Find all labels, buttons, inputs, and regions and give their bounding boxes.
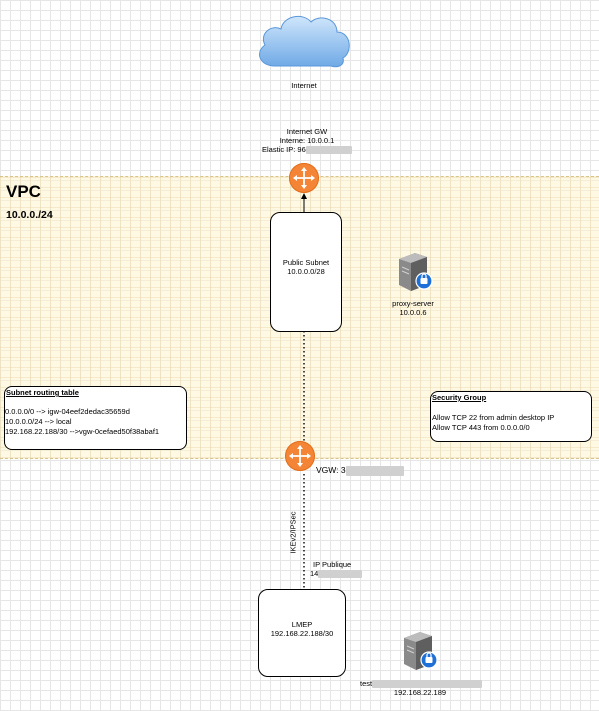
routing-table-row: 0.0.0.0/0 --> igw-04eef2dedac35659d xyxy=(5,407,130,416)
internet-gateway-router-icon[interactable] xyxy=(289,163,319,193)
redacted-block xyxy=(345,465,404,476)
routing-table-title: Subnet routing table xyxy=(6,388,79,397)
lmep-cidr: 192.168.22.188/30 xyxy=(270,629,334,638)
redacted-block xyxy=(318,570,363,579)
redacted-block xyxy=(305,146,352,155)
security-group-rule: Allow TCP 443 from 0.0.0.0/0 xyxy=(432,423,530,432)
test-server-icon[interactable] xyxy=(398,630,438,672)
redacted-block xyxy=(372,680,483,689)
security-group-box[interactable] xyxy=(430,391,592,442)
test-server-ip: 192.168.22.189 xyxy=(393,688,447,697)
proxy-server-icon[interactable] xyxy=(393,251,433,293)
igw-elastic-ip-text: Elastic IP: 96 xyxy=(262,145,306,154)
igw-title: Internet GW xyxy=(286,127,328,136)
internet-label: Internet xyxy=(291,81,317,90)
vgw-label: VGW: 3 xyxy=(316,465,404,476)
lmep-box[interactable] xyxy=(258,589,346,677)
igw-elastic-ip: Elastic IP: 96 xyxy=(262,145,362,155)
test-server-name-text: test xyxy=(360,679,373,688)
public-subnet-name: Public Subnet xyxy=(282,258,330,267)
routing-table-box[interactable] xyxy=(4,386,187,450)
public-subnet-box[interactable] xyxy=(270,212,342,332)
vgw-label-text: VGW: 3 xyxy=(316,465,346,475)
ip-publique-value-text: 14 xyxy=(310,569,319,578)
routing-table-row: 192.168.22.188/30 -->vgw-0cefaed50f38aba… xyxy=(5,427,160,436)
ip-publique-title: IP Publique xyxy=(313,560,352,569)
igw-interne: Interne: 10.0.0.1 xyxy=(279,136,335,145)
vpn-gateway-router-icon[interactable] xyxy=(285,441,315,471)
vpc-cidr: 10.0.0./24 xyxy=(6,209,53,221)
proxy-server-name: proxy-server xyxy=(392,299,434,308)
security-group-title: Security Group xyxy=(432,393,487,402)
public-subnet-cidr: 10.0.0.0/28 xyxy=(287,267,325,276)
ipsec-tunnel-label: IKEv2/IPSec xyxy=(288,511,298,554)
security-group-rule: Allow TCP 22 from admin desktop IP xyxy=(432,413,555,422)
test-server-name: test xyxy=(360,679,483,689)
proxy-server-ip: 10.0.0.6 xyxy=(399,308,427,317)
routing-table-row: 10.0.0.0/24 --> local xyxy=(5,417,72,426)
vpc-title: VPC xyxy=(6,182,41,201)
ip-publique-value: 14 xyxy=(310,569,363,579)
lmep-name: LMEP xyxy=(291,620,313,629)
internet-cloud-icon xyxy=(253,12,355,72)
